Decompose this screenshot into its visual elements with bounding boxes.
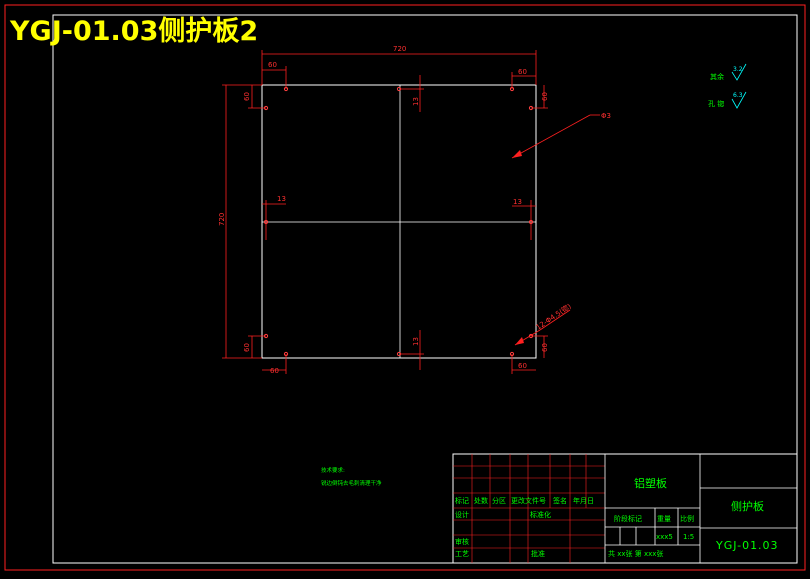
dim-bottom-right-60: 60 — [518, 362, 527, 370]
dimensions — [222, 50, 600, 374]
dim-right-bottom-60: 60 — [541, 343, 549, 352]
arrowheads — [512, 150, 524, 345]
dim-top-right-60: 60 — [518, 68, 527, 76]
tb-process: 工艺 — [455, 550, 469, 558]
dim-left-13: 13 — [277, 195, 286, 203]
tb-mark: 标记 — [455, 496, 469, 505]
tb-sheets: 共 xx张 第 xxx张 — [608, 549, 663, 558]
tb-approve: 批准 — [531, 549, 545, 558]
tb-review: 审核 — [455, 537, 469, 546]
dim-left-bottom-60: 60 — [243, 343, 251, 352]
tb-weight: 重量 — [657, 515, 671, 523]
inner-frame — [52, 14, 798, 564]
plate — [261, 84, 537, 359]
dim-top-center-13: 13 — [412, 97, 420, 106]
tb-sign: 签名 — [553, 496, 567, 505]
callout-bottom: 12-Φ4.5(锪) — [534, 301, 573, 331]
tb-zone: 分区 — [492, 496, 506, 505]
dim-bottom-left-60: 60 — [270, 367, 279, 375]
dim-left-top-60: 60 — [243, 92, 251, 101]
roughness-symbols: 其余 3.2 孔 锪 6.3 — [708, 63, 747, 109]
roughness-value-1: 3.2 — [733, 66, 743, 73]
tb-part-name: 侧护板 — [731, 499, 764, 513]
dim-bottom-center-13: 13 — [412, 337, 420, 346]
tb-stage-mark: 阶段标记 — [614, 514, 642, 523]
tb-scale: 比例 — [680, 514, 694, 523]
roughness-mark-icon — [731, 63, 747, 81]
tb-date: 年月日 — [573, 496, 594, 505]
callout-top: Φ3 — [601, 112, 611, 120]
tb-material: 铝塑板 — [634, 476, 667, 490]
tb-design: 设计 — [455, 510, 469, 519]
dim-right-top-60: 60 — [541, 92, 549, 101]
roughness-label-1: 其余 — [710, 72, 724, 81]
dim-top-left-60: 60 — [268, 61, 277, 69]
dim-right-13: 13 — [513, 198, 522, 206]
roughness-mark-icon — [731, 91, 747, 109]
roughness-label-2: 孔 锪 — [708, 99, 724, 108]
dim-top-720: 720 — [393, 45, 406, 53]
tb-standardize: 标准化 — [530, 510, 551, 519]
tb-count: 处数 — [474, 496, 488, 505]
tb-change-doc: 更改文件号 — [511, 496, 546, 505]
drawing-title: YGJ-01.03侧护板2 — [9, 16, 258, 47]
title-block: 标记 处数 分区 更改文件号 签名 年月日 设计 标准化 审核 工艺 批准 阶段… — [452, 453, 798, 564]
plate-outline — [261, 84, 537, 359]
roughness-value-2: 6.3 — [733, 92, 743, 99]
tb-weight-val: xxx5 — [656, 533, 673, 541]
tb-drawing-no: YGJ-01.03 — [715, 539, 779, 552]
tech-notes-line-1: 锐边倒钝去毛刺清理干净 — [321, 479, 382, 487]
dim-left-720: 720 — [218, 213, 226, 226]
tech-notes-heading: 技术要求: — [321, 466, 345, 474]
tb-scale-val: 1:5 — [683, 533, 694, 541]
outer-border — [4, 4, 806, 571]
